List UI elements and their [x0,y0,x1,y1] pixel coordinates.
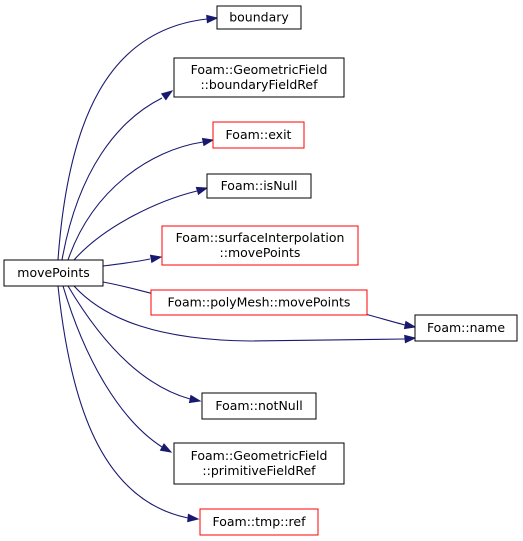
node-label: Foam::polyMesh::movePoints [168,295,351,310]
node-polyMesh[interactable]: Foam::polyMesh::movePoints [150,289,368,316]
node-label: Foam::exit [226,127,292,142]
node-primitiveFieldRef[interactable]: Foam::GeometricField::primitiveFieldRef [173,442,345,485]
edge-line [57,18,208,261]
edge-arrowhead [195,186,209,196]
edge-arrowhead [403,320,417,330]
edge-movePoints-to-isNull [73,186,209,261]
edge-arrowhead [404,334,417,344]
node-box [3,259,104,287]
node-box [212,121,305,149]
node-name[interactable]: Foam::name [414,314,518,342]
node-notNull[interactable]: Foam::notNull [201,392,317,420]
edge-arrowhead [160,90,174,101]
node-label: boundary [229,10,289,25]
edge-line [67,285,191,400]
edge-movePoints-to-surfaceInterpolation [102,254,163,267]
node-label: Foam::GeometricField [191,448,328,463]
edge-movePoints-to-boundaryFieldRef [61,90,174,261]
edge-line [102,258,151,267]
node-box [199,508,319,536]
edge-arrowhead [159,443,173,453]
node-label: Foam::GeometricField [191,62,328,77]
node-isNull[interactable]: Foam::isNull [206,173,312,199]
node-box [206,173,312,199]
edge-line [73,285,406,342]
edge-arrowhead [201,137,215,147]
edge-line [57,285,189,519]
node-box [161,225,359,266]
node-tmpRef[interactable]: Foam::tmp::ref [199,508,319,536]
node-label: Foam::surfaceInterpolation [176,230,345,245]
node-label: Foam::notNull [215,398,302,413]
node-boundaryFieldRef[interactable]: Foam::GeometricField::boundaryFieldRef [173,57,345,98]
node-label: Foam::tmp::ref [212,514,306,529]
node-box [150,289,368,316]
edge-movePoints-to-exit [67,137,215,261]
edge-arrowhead [188,394,202,404]
edge-line [73,190,198,261]
node-box [201,392,317,420]
node-surfaceInterpolation[interactable]: Foam::surfaceInterpolation::movePoints [161,225,359,266]
edge-movePoints-to-tmpRef [57,285,200,523]
node-movePoints[interactable]: movePoints [3,259,104,287]
nodes-layer: movePoints boundaryFoam::GeometricField::… [3,5,518,536]
node-label: ::boundaryFieldRef [200,77,318,92]
node-label: Foam::isNull [221,178,298,193]
node-label: Foam::name [427,320,505,335]
edges-layer [57,14,417,523]
node-exit[interactable]: Foam::exit [212,121,305,149]
edge-line [61,97,163,261]
node-box [414,314,518,342]
edge-line [62,285,163,448]
edge-movePoints-to-name [73,285,417,344]
node-box [216,5,302,30]
node-box [173,57,345,98]
node-label: movePoints [17,265,89,280]
edge-movePoints-to-boundary [57,14,219,261]
edge-movePoints-to-primitiveFieldRef [62,285,173,453]
edge-movePoints-to-notNull [67,285,202,404]
edge-polyMesh-to-name [364,313,417,330]
edge-line [67,141,204,261]
edge-line [364,313,406,326]
edge-arrowhead [149,254,163,264]
node-box [173,442,345,485]
node-label: ::primitiveFieldRef [202,463,316,478]
edge-arrowhead [206,14,219,24]
edge-arrowhead [187,513,200,523]
node-label: ::movePoints [220,245,301,260]
edge-line [102,281,159,296]
node-boundary[interactable]: boundary [216,5,302,30]
